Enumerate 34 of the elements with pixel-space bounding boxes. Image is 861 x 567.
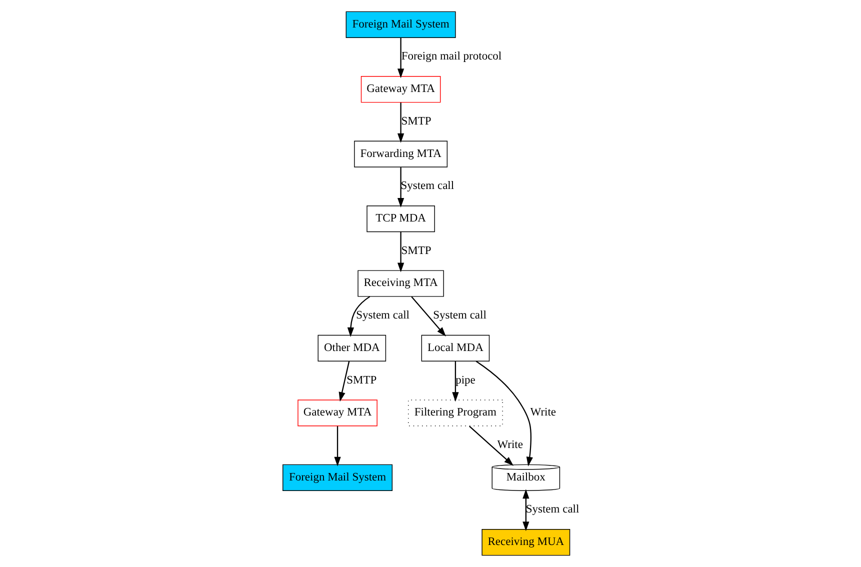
node-box: Gateway MTA: [360, 76, 440, 103]
edge-label: System call: [400, 180, 454, 192]
node-box: Local MDA: [420, 334, 490, 362]
arrow: [334, 426, 340, 466]
edge-label: pipe: [455, 374, 475, 386]
edge-label: SMTP: [400, 115, 431, 128]
arrow: [396, 102, 404, 143]
arrow: [522, 489, 529, 532]
node-box: Gateway MTA: [297, 400, 377, 426]
edge-label: Write: [530, 406, 556, 419]
arrow: [396, 38, 404, 78]
edge-label: SMTP: [400, 244, 431, 257]
arrow: [396, 167, 404, 208]
arrow: [410, 296, 446, 337]
node-box: Receiving MUA: [481, 529, 570, 556]
node-box: Forwarding MTA: [354, 140, 448, 168]
node-box: Receiving MTA: [357, 270, 444, 297]
arrow: [346, 296, 370, 337]
node-box: Other MDA: [317, 334, 386, 362]
edge-label: Foreign mail protocol: [400, 50, 502, 63]
edge-label: System call: [525, 504, 579, 516]
node-box: TCP MDA: [366, 205, 434, 232]
arrow: [338, 361, 350, 402]
edge-label: Write: [496, 439, 522, 452]
edge-label: SMTP: [346, 374, 376, 386]
arrow: [468, 426, 514, 466]
node-box: Foreign Mail System: [345, 11, 456, 38]
arrow: [452, 361, 458, 402]
arrow: [475, 360, 532, 466]
node-box: Filtering Program: [408, 400, 502, 426]
arrow: [396, 232, 404, 272]
node-box: Foreign Mail System: [282, 464, 392, 491]
edge-label: System call: [432, 310, 486, 322]
edge-label: System call: [356, 310, 409, 322]
